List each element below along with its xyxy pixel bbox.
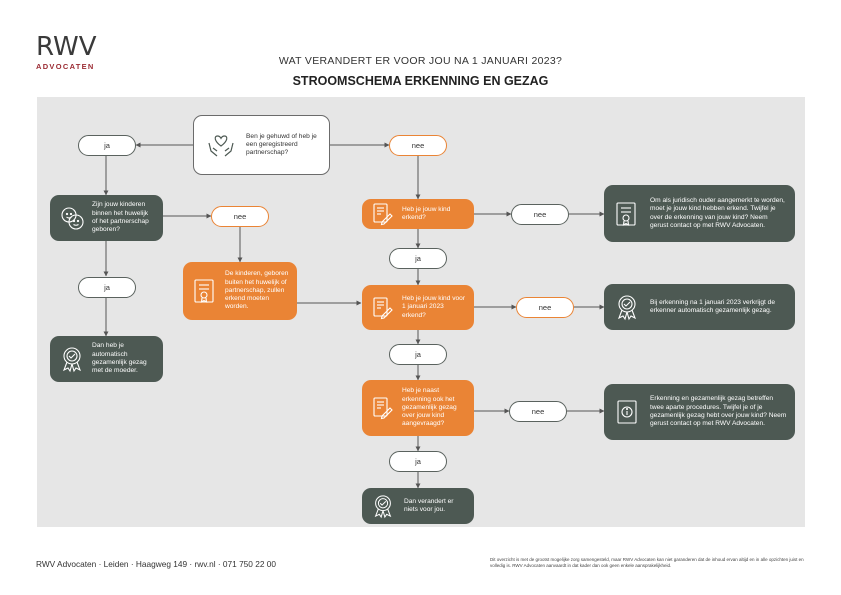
document-sign-icon [370,202,394,226]
auto-after-2023-node: Bij erkenning na 1 januari 2023 verkrijg… [604,284,795,330]
nothing-changes-text: Dan verandert er niets voor jou. [404,497,454,513]
yes-label-born: ja [78,277,136,298]
logo: RWV ADVOCATEN [36,34,97,71]
joint-custody-auto-node: Dan heb je automatisch gezamenlijk gezag… [50,336,163,382]
document-sign-icon [370,396,394,420]
separate-procedures-text: Erkenning en gezamenlijk gezag betreffen… [650,395,787,428]
joint-requested-question-node: Heb je naast erkenning ook het gezamenli… [362,380,474,436]
certificate-icon [191,277,219,305]
advice-recognize-text: Om als juridisch ouder aangemerkt te wor… [650,196,785,229]
joint-requested-question-text: Heb je naast erkenning ook het gezamenli… [402,387,457,428]
seal-badge-icon [612,293,642,321]
recognized-question-text: Heb je jouw kind erkend? [402,205,451,221]
must-recognize-text: De kinderen, geboren buiten het huwelijk… [225,270,289,311]
born-in-marriage-node: Zijn jouw kinderen binnen het huwelijk o… [50,195,163,241]
yes-label-joint-requested: ja [389,451,447,472]
faces-icon [58,205,86,231]
yes-label-recognized: ja [389,248,447,269]
yes-label-before-2023: ja [389,344,447,365]
no-label-joint-requested: nee [509,401,567,422]
advice-recognize-node: Om als juridisch ouder aangemerkt te wor… [604,185,795,242]
nothing-changes-node: Dan verandert er niets voor jou. [362,488,474,524]
footer-disclaimer: Dit overzicht is met de grootst mogelijk… [490,557,804,568]
document-sign-icon [370,296,394,320]
info-document-icon [612,398,642,426]
no-label-born: nee [211,206,269,227]
seal-badge-icon [370,493,396,519]
before-2023-question-text: Heb je jouw kind voor 1 januari 2023 erk… [402,295,466,319]
footer-contact: RWV Advocaten · Leiden · Haagweg 149 · r… [36,559,276,569]
no-label-recognized: nee [511,204,569,225]
auto-after-2023-text: Bij erkenning na 1 januari 2023 verkrijg… [650,298,775,314]
page-subtitle: WAT VERANDERT ER VOOR JOU NA 1 JANUARI 2… [278,55,563,67]
logo-mark: RWV [36,32,97,62]
logo-subtitle: ADVOCATEN [36,62,95,71]
seal-badge-icon [58,345,86,373]
recognized-question-node: Heb je jouw kind erkend? [362,199,474,229]
before-2023-question-node: Heb je jouw kind voor 1 januari 2023 erk… [362,285,474,330]
heart-hands-icon [204,131,238,159]
yes-label-start: ja [78,135,136,156]
start-question-text: Ben je gehuwd of heb je een geregistreer… [246,132,317,157]
born-in-marriage-text: Zijn jouw kinderen binnen het huwelijk o… [92,201,149,234]
no-label-before-2023: nee [516,297,574,318]
no-label-start: nee [389,135,447,156]
must-recognize-node: De kinderen, geboren buiten het huwelijk… [183,262,297,320]
start-question-node: Ben je gehuwd of heb je een geregistreer… [193,115,330,175]
page-title: STROOMSCHEMA ERKENNING EN GEZAG [292,74,549,88]
joint-custody-auto-text: Dan heb je automatisch gezamenlijk gezag… [92,342,147,375]
certificate-icon [612,200,642,228]
separate-procedures-node: Erkenning en gezamenlijk gezag betreffen… [604,384,795,440]
